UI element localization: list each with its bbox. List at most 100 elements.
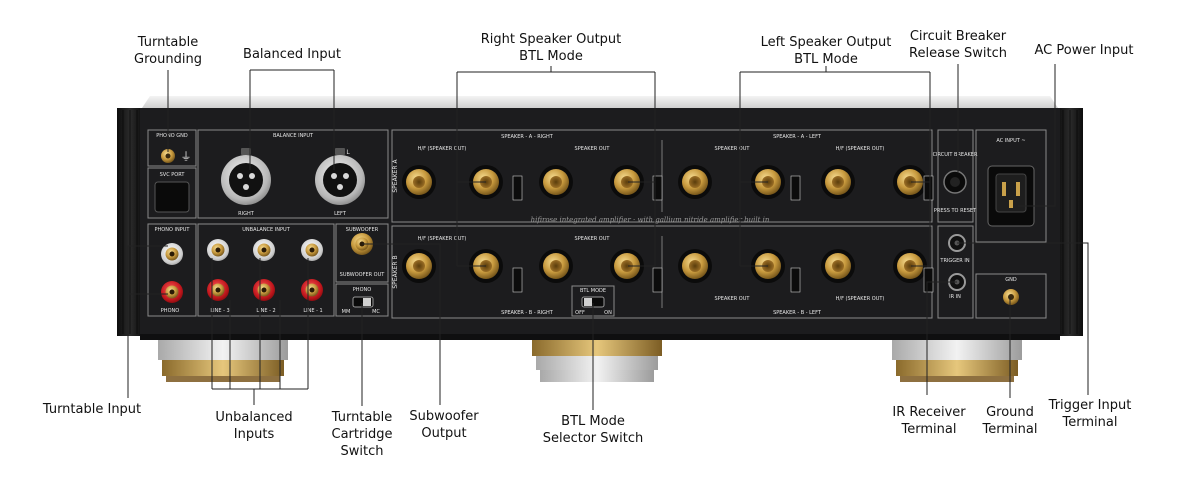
btl-switch-r-top[interactable] [512, 175, 523, 201]
callout-line: Terminal [1062, 415, 1118, 430]
label-subwoofer-out: SUBWOOFER OUT [340, 272, 386, 278]
label-speaker-out-l-b: SPEAKER OUT [715, 296, 751, 302]
callout-line: Terminal [901, 422, 957, 437]
btl-switch-l-b[interactable] [790, 267, 801, 293]
callout-line: BTL Mode [794, 52, 858, 67]
callout-line: Grounding [134, 52, 202, 67]
rca-line3-right[interactable] [207, 279, 229, 301]
btl-switches [512, 175, 934, 293]
ac-power-inlet[interactable] [987, 165, 1035, 227]
label-balance-input: BALANCE INPUT [273, 133, 314, 139]
label-press-to-reset: PRESS TO RESET [934, 208, 977, 214]
label-line2: LINE - 2 [256, 308, 275, 314]
label-left-xlr: LEFT [334, 211, 347, 217]
speaker-post-b-5[interactable] [678, 249, 712, 283]
callout-leader-lines [127, 64, 1089, 410]
label-svc-port: SVC PORT [160, 172, 186, 178]
svc-port[interactable] [154, 181, 190, 213]
xlr-right-jack[interactable] [221, 148, 271, 205]
panel-labels: PHONO GND SVC PORT BALANCE INPUT RIGHT L… [155, 133, 1026, 316]
rca-line3-left[interactable] [207, 239, 229, 261]
circuit-breaker-button[interactable] [943, 170, 967, 194]
rca-phono-left[interactable] [161, 243, 183, 265]
speaker-post-b-1[interactable] [402, 249, 436, 283]
foot-center [532, 340, 662, 382]
rca-phono-right[interactable] [161, 281, 183, 303]
callout-ac-power-input: AC Power Input [1026, 42, 1142, 59]
btl-switch-r-b[interactable] [512, 267, 523, 293]
label-trigger-in: TRIGGER IN [939, 258, 969, 264]
callout-line: Subwoofer [409, 409, 479, 424]
callout-line: Release Switch [909, 46, 1007, 61]
label-btl-mode: BTL MODE [580, 288, 606, 294]
callout-line: Turntable [331, 410, 393, 425]
callout-line: Unbalanced [215, 410, 293, 425]
label-subwoofer: SUBWOOFER [346, 227, 379, 233]
btl-switch-l-top2[interactable] [923, 175, 934, 201]
leader-unbalanced-inputs [211, 258, 309, 405]
label-speaker-b-vertical: SPEAKER B [392, 255, 399, 288]
panel-script-text: hifirose integrated amplifier · with gal… [531, 216, 770, 224]
speaker-post-a-1[interactable] [402, 165, 436, 199]
label-mc: MC [372, 309, 380, 315]
label-speaker-right-bottom: SPEAKER - B - RIGHT [501, 310, 554, 316]
callout-line: AC Power Input [1034, 43, 1134, 58]
speaker-post-b-8[interactable] [893, 249, 927, 283]
rca-line1-right[interactable] [301, 279, 323, 301]
leader-turntable-input [127, 245, 168, 398]
label-speaker-left-top: SPEAKER - A - LEFT [773, 134, 822, 140]
callout-line: Output [421, 426, 467, 441]
callout-line: Balanced Input [243, 47, 341, 62]
callout-line: BTL Mode [519, 49, 583, 64]
btl-switch-l-top[interactable] [790, 175, 801, 201]
btl-switch-l-b2[interactable] [923, 267, 934, 293]
label-speaker-out-r-top: SPEAKER OUT [575, 146, 611, 152]
label-speaker-out-r-b: SPEAKER OUT [575, 236, 611, 242]
label-line1: LINE - 1 [303, 308, 322, 314]
speaker-post-b-4[interactable] [610, 249, 644, 283]
foot-right [892, 340, 1022, 382]
speaker-post-a-4[interactable] [610, 165, 644, 199]
leader-balanced-input [249, 69, 335, 170]
callout-line: IR Receiver [892, 405, 966, 420]
leader-left-speaker-output [739, 66, 931, 267]
label-off: OFF [575, 310, 585, 316]
phono-gnd-terminal[interactable]: ⏚ [161, 149, 192, 163]
label-hf-out-l-b: H/F (SPEAKER OUT) [836, 296, 885, 302]
rca-line1-left[interactable] [301, 239, 323, 261]
rca-line2-right[interactable] [253, 279, 275, 301]
gnd-terminal[interactable] [1003, 289, 1019, 305]
speaker-post-a-7[interactable] [821, 165, 855, 199]
label-speaker-left-bottom: SPEAKER - B - LEFT [773, 310, 822, 316]
speaker-post-a-5[interactable] [678, 165, 712, 199]
leader-ac-power [1018, 64, 1056, 207]
fin-lines [122, 110, 1078, 334]
speaker-post-b-3[interactable] [539, 249, 573, 283]
label-hf-out-r-b: H/F (SPEAKER OUT) [418, 236, 467, 242]
label-speaker-right-top: SPEAKER - A - RIGHT [501, 134, 554, 140]
btl-switch-r-b2[interactable] [652, 267, 663, 293]
callout-turntable-input: Turntable Input [34, 401, 150, 418]
label-phono-gnd: PHONO GND [156, 133, 188, 139]
btl-switch-r-top2[interactable] [652, 175, 663, 201]
label-mm: MM [342, 309, 351, 315]
speaker-post-a-3[interactable] [539, 165, 573, 199]
speaker-post-b-7[interactable] [821, 249, 855, 283]
label-speaker-a-vertical: SPEAKER A [392, 158, 399, 192]
speaker-post-a-8[interactable] [893, 165, 927, 199]
label-speaker-out-l-top: SPEAKER OUT [715, 146, 751, 152]
mm-mc-switch[interactable] [352, 296, 374, 308]
label-circuit-breaker: CIRCUIT BREAKER [933, 152, 978, 158]
ground-symbol-icon: ⏚ [181, 150, 192, 163]
callout-line: Turntable Input [42, 402, 142, 417]
rca-line2-left[interactable] [253, 239, 275, 261]
xlr-left-jack[interactable] [315, 148, 365, 205]
